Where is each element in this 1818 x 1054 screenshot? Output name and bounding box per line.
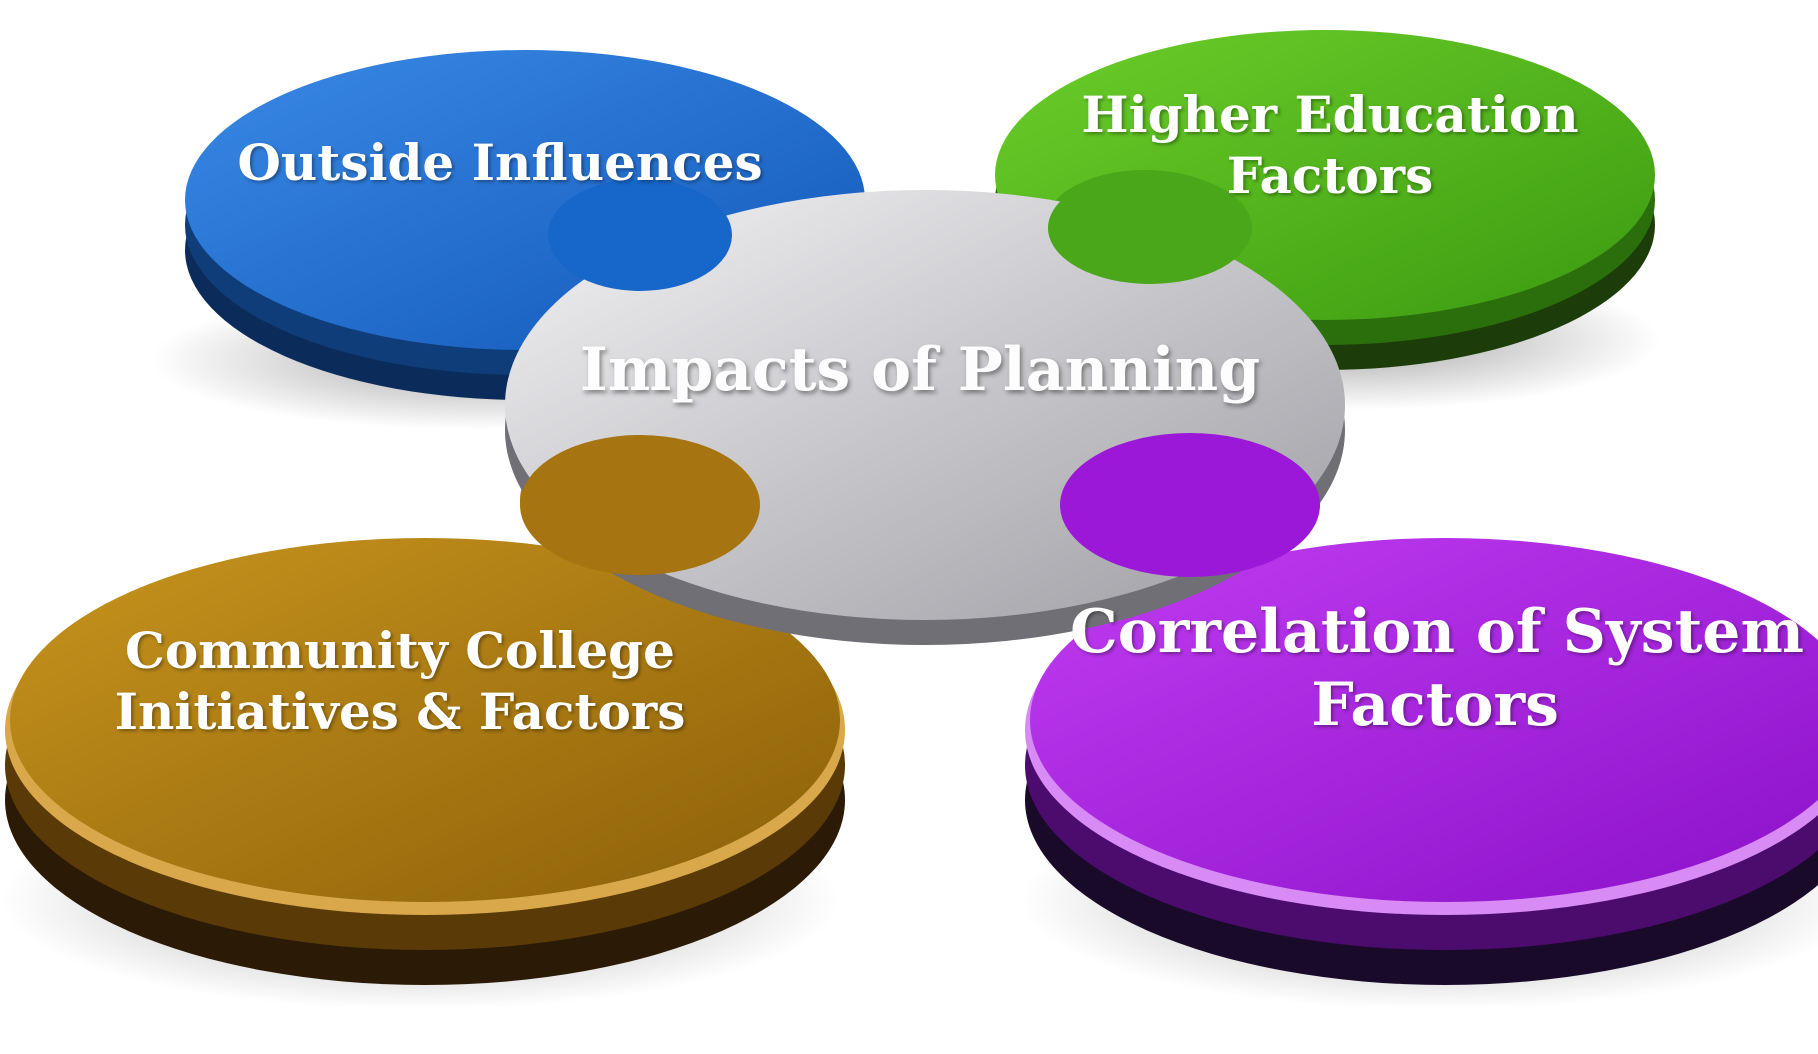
higher-education-label: Higher Education Factors (1081, 85, 1579, 205)
piece-correlation (1025, 428, 1818, 985)
piece-community-college (5, 430, 845, 985)
piece-center (505, 172, 1345, 645)
community-college-label: Community College Initiatives & Factors (114, 621, 686, 741)
impacts-of-planning-label: Impacts of Planning (579, 335, 1261, 405)
correlation-label: Correlation of System Factors (1070, 597, 1804, 741)
outside-influences-label: Outside Influences (237, 133, 763, 192)
